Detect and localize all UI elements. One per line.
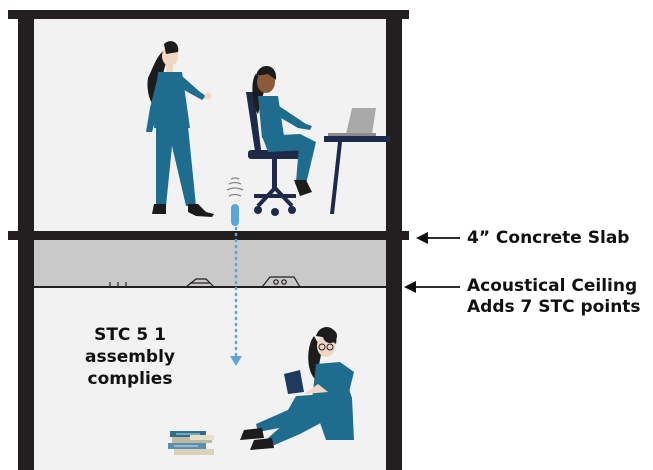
arrow-left-icon xyxy=(404,281,460,293)
sound-path-arrow xyxy=(230,226,242,366)
ceiling-fixtures xyxy=(109,276,301,288)
desk xyxy=(324,136,390,214)
roof-slab xyxy=(8,10,409,19)
upper-room xyxy=(27,18,391,233)
acoustical-ceiling-label: Acoustical Ceiling xyxy=(467,276,638,296)
stc-rating-text: STC 5 1 assembly complies xyxy=(60,324,200,390)
seated-woman-figure xyxy=(246,65,316,216)
stc-assembly-line: assembly xyxy=(84,347,176,367)
concrete-slab xyxy=(8,231,409,240)
arrow-left-icon xyxy=(416,232,460,244)
ceiling-plenum xyxy=(27,239,391,288)
stc-complies-line: complies xyxy=(87,369,173,389)
acoustical-ceiling-points-label: Adds 7 STC points xyxy=(467,297,641,317)
reading-woman-figure xyxy=(240,326,354,450)
book-stack-icon xyxy=(168,431,214,455)
concrete-slab-label: 4” Concrete Slab xyxy=(467,228,630,248)
stc-rating-line: STC 5 1 xyxy=(94,325,166,345)
standing-woman-figure xyxy=(146,41,214,217)
laptop-icon xyxy=(328,108,376,136)
speaker-icon xyxy=(226,177,244,226)
